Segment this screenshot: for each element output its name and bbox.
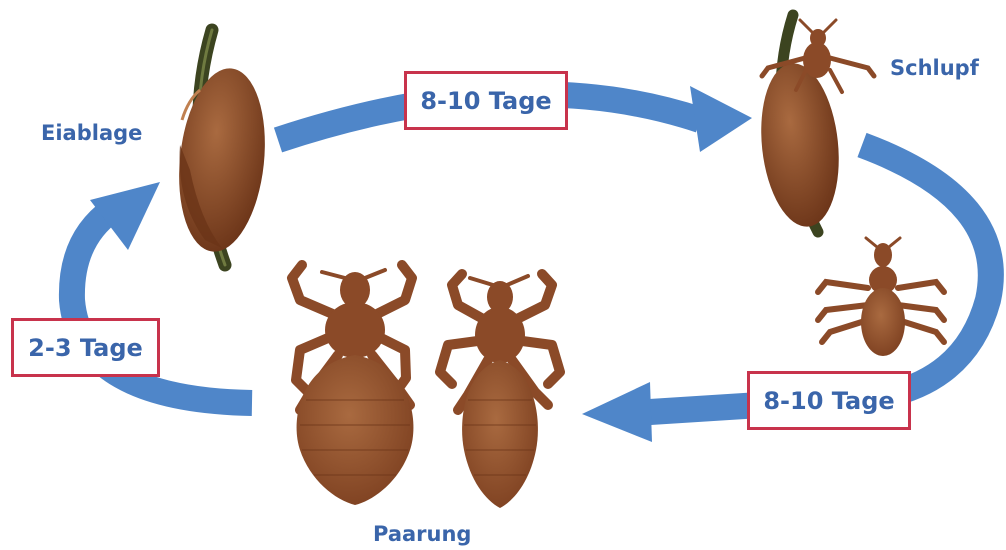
nymph-louse-icon [818, 238, 944, 356]
stage-label-mating: Paarung [373, 524, 471, 545]
duration-box-egg-to-hatch: 8-10 Tage [404, 71, 568, 130]
hatching-nymph-icon [754, 15, 874, 232]
nit-on-hair-icon [171, 30, 274, 265]
adult-female-louse-icon [292, 265, 413, 505]
stage-label-egg-laying: Eiablage [41, 123, 142, 144]
adult-male-louse-icon [440, 274, 560, 508]
duration-box-mating-to-eggs: 2-3 Tage [11, 318, 160, 377]
duration-box-hatch-to-adult: 8-10 Tage [747, 371, 911, 430]
stage-label-hatching: Schlupf [890, 58, 979, 79]
